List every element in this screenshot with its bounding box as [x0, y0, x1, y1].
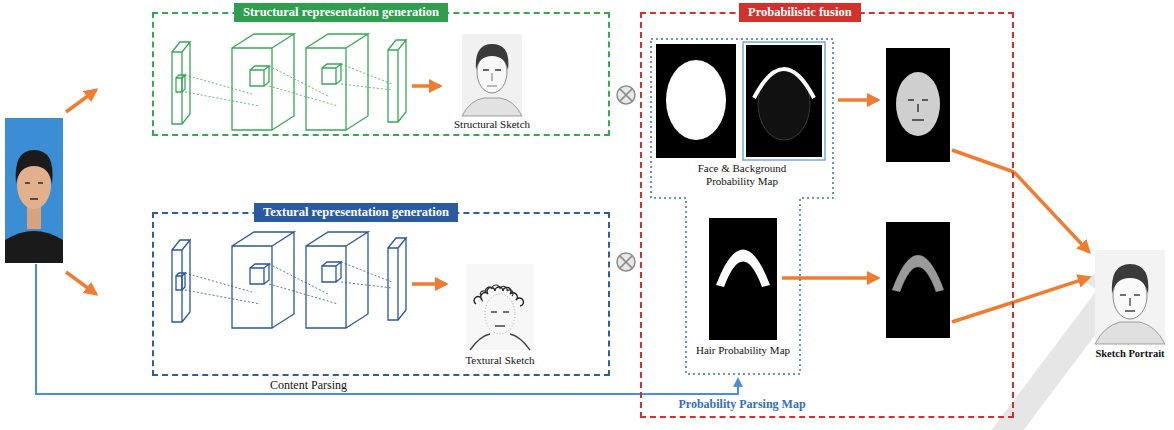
group-box: Structural representation generationStru…: [152, 12, 610, 136]
caption: Face & Background Probability Map: [680, 162, 805, 187]
group-title: Structural representation generation: [234, 3, 448, 22]
flow-arrow: [1014, 172, 1089, 252]
caption: Structural Sketch: [454, 118, 530, 131]
fused-face-image: [886, 48, 950, 162]
group-box: Probabilistic fusionProbability Parsing …: [640, 12, 1014, 418]
fused-hair-image: [886, 222, 950, 338]
cnn-layers: [172, 34, 406, 130]
group-title: Textural representation generation: [254, 203, 458, 222]
textural-sketch-image: [466, 264, 534, 350]
caption: Hair Probability Map: [696, 344, 790, 357]
sketch-nose-mouth: [487, 73, 497, 86]
cnn-layers: [172, 232, 406, 328]
parsing-map-box: Probability Parsing Map Face & Background…: [650, 38, 834, 414]
flow-arrow: [66, 272, 96, 294]
sketch-portrait-image: [1095, 250, 1165, 344]
group-box: Textural representation generationTextur…: [152, 212, 610, 376]
flow-arrow: [838, 98, 878, 102]
flow-arrow: [1014, 277, 1089, 302]
flow-arrow-tail: [952, 150, 1014, 172]
multiply-symbol: [620, 256, 633, 269]
output-panel: Sketch Portrait: [1090, 248, 1170, 366]
group-title: Probabilistic fusion: [739, 3, 861, 22]
flow-arrow: [412, 84, 440, 88]
fused-hair: [892, 255, 944, 292]
photo-features: [25, 183, 43, 199]
fused-face: [896, 72, 940, 136]
flow-arrow: [412, 282, 446, 286]
fused-face-features: [908, 100, 928, 120]
background-probability-map: [746, 45, 822, 157]
flow-arrow-tail: [952, 302, 1014, 322]
map-panel: Hair Probability Map: [688, 212, 798, 362]
hair-probability-map: [709, 218, 777, 340]
sketch-shoulders: [462, 98, 522, 116]
flow-arrow: [66, 90, 96, 112]
portrait-hair: [1112, 264, 1149, 294]
texture-features: [470, 312, 530, 350]
input-photo: [5, 118, 63, 263]
texture-face: [485, 294, 515, 334]
caption: Textural Sketch: [465, 354, 534, 367]
face-probability-map: [656, 44, 736, 158]
photo-hair: [16, 150, 53, 184]
caption: Sketch Portrait: [1095, 348, 1164, 360]
multiply-symbol: [620, 89, 633, 102]
multiply-symbol: [617, 86, 635, 104]
background-probability-frame: [743, 42, 825, 160]
structural-sketch-image: [462, 34, 522, 116]
flow-arrow: [782, 276, 878, 280]
hair-region: [716, 250, 770, 288]
parsing-map-outline: [651, 39, 833, 374]
flow-label: Content Parsing: [268, 378, 349, 392]
sketch-panel: Structural Sketch: [446, 32, 538, 132]
caption: Probability Parsing Map: [678, 398, 805, 412]
map-panel: Face & Background Probability Map: [652, 40, 832, 196]
multiply-symbol: [617, 253, 635, 271]
sketch-hair: [476, 44, 509, 70]
sketch-eyes: [483, 69, 501, 71]
portrait-features: [1120, 295, 1140, 311]
face-region: [666, 60, 726, 140]
photo-shirt: [5, 231, 63, 263]
parsing-map-outline: [650, 38, 834, 414]
sketch-panel: Textural Sketch: [452, 262, 548, 370]
texture-hair: [474, 287, 523, 306]
background-boundary: [754, 69, 814, 98]
portrait-shoulders: [1095, 322, 1165, 344]
